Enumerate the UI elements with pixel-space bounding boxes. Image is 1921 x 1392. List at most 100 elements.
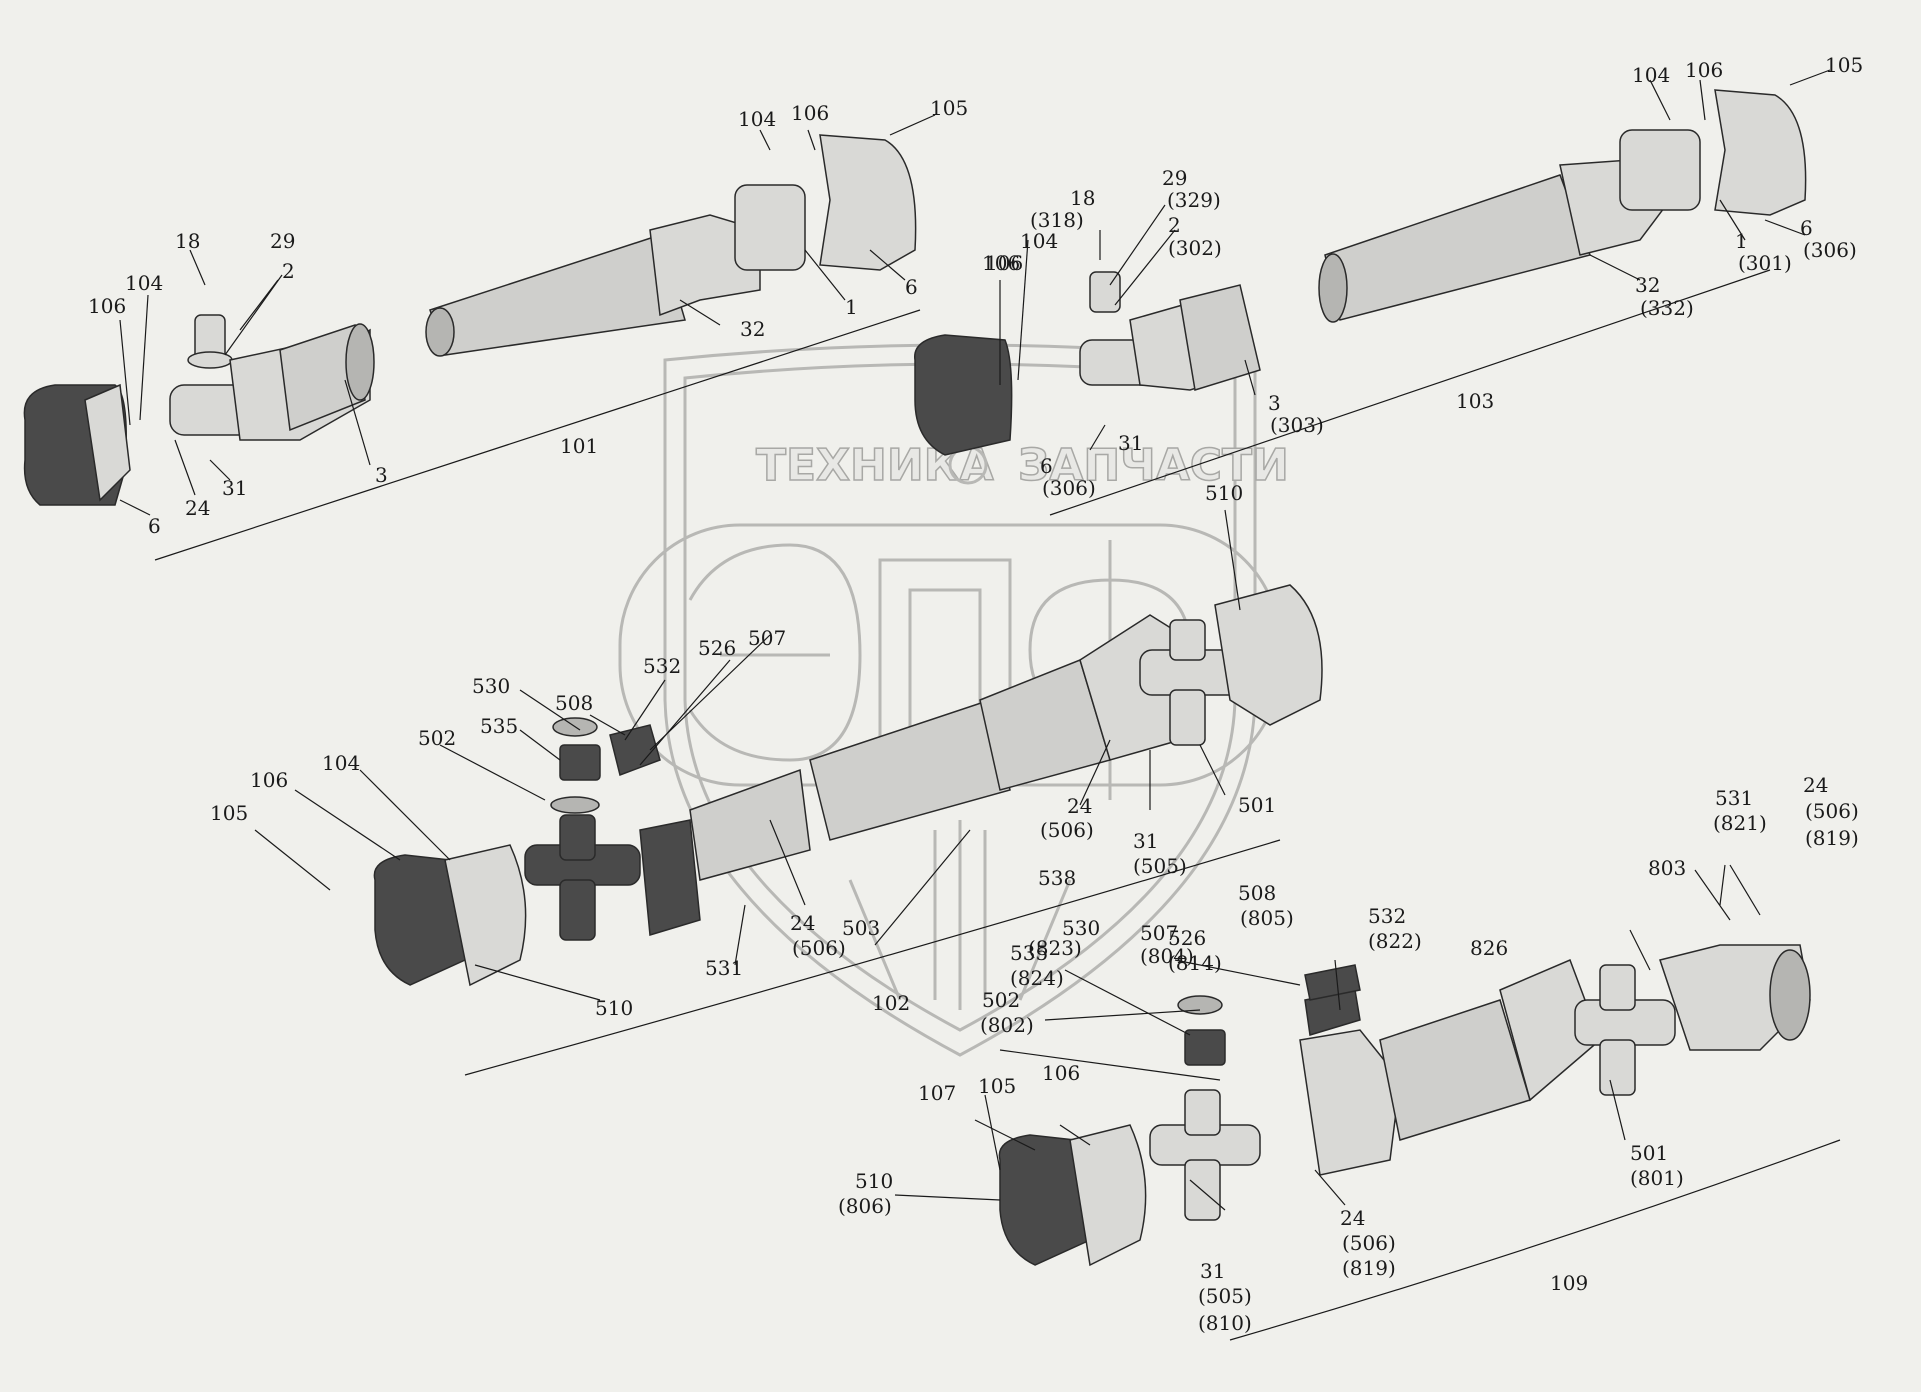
label: 530 — [472, 674, 510, 698]
label: (804) — [1140, 944, 1194, 968]
assembly-line-102 — [464, 839, 1281, 1076]
label: 104 — [1020, 229, 1058, 253]
label: (814) — [1168, 951, 1222, 975]
label: 535 — [1010, 941, 1048, 965]
label: (819) — [1805, 826, 1859, 850]
label: 24 — [1340, 1206, 1365, 1230]
label: 105 — [1825, 53, 1863, 77]
label: 6 — [905, 275, 918, 299]
label: (506) — [1805, 799, 1859, 823]
cross-103-right — [1619, 129, 1701, 211]
label: 105 — [210, 801, 248, 825]
label: 531 — [1715, 786, 1753, 810]
label: 29 — [270, 229, 295, 253]
label: 510 — [855, 1169, 893, 1193]
yoke-526 — [639, 819, 701, 936]
label: 530 — [1062, 916, 1100, 940]
label: 1 — [845, 295, 858, 319]
watermark-wheat-icon — [848, 820, 1072, 1010]
label: 532 — [1368, 904, 1406, 928]
label: 502 — [418, 726, 456, 750]
label: 31 — [1133, 829, 1158, 853]
label: 6 — [1040, 454, 1053, 478]
label: 3 — [375, 463, 388, 487]
label: 508 — [555, 691, 593, 715]
label: (802) — [980, 1013, 1034, 1037]
label: 826 — [1470, 936, 1508, 960]
label: 104 — [125, 271, 163, 295]
tube-101-short — [279, 324, 366, 432]
label: (824) — [1010, 966, 1064, 990]
seal-ring-535 — [550, 796, 600, 814]
label: (329) — [1167, 188, 1221, 212]
label: 32 — [740, 317, 765, 341]
label: 535 — [480, 714, 518, 738]
label: 106 — [1685, 58, 1723, 82]
label: (822) — [1368, 929, 1422, 953]
tube-826 — [1379, 999, 1531, 1141]
label: 31 — [1118, 431, 1143, 455]
label: (505) — [1133, 854, 1187, 878]
label: 1 — [1735, 229, 1748, 253]
label: 106 — [250, 768, 288, 792]
label: 507 — [1140, 921, 1178, 945]
label: 106 — [982, 251, 1020, 275]
splined-tube-503 — [809, 699, 1011, 841]
label: 104 — [322, 751, 360, 775]
label: 106 — [985, 251, 1023, 275]
label: 109 — [1550, 1271, 1588, 1295]
label: (506) — [1342, 1231, 1396, 1255]
label: 18 — [175, 229, 200, 253]
lock-plate-507 — [609, 724, 661, 776]
label: (301) — [1738, 251, 1792, 275]
label: 104 — [1632, 63, 1670, 87]
label: 2 — [1168, 213, 1181, 237]
label: (810) — [1198, 1311, 1252, 1335]
shaft-102 — [373, 584, 1323, 987]
label: 31 — [222, 476, 247, 500]
label: 803 — [1648, 856, 1686, 880]
label: 538 — [1038, 866, 1076, 890]
tube-101-long — [429, 234, 686, 356]
label: 101 — [560, 434, 598, 458]
label: (506) — [792, 936, 846, 960]
label: 508 — [1238, 881, 1276, 905]
assembly-line-103 — [1049, 269, 1771, 516]
leader-lines — [119, 69, 1831, 1211]
label: 24 — [1803, 773, 1828, 797]
label: 501 — [1238, 793, 1276, 817]
label: 31 — [1200, 1259, 1225, 1283]
label: 3 — [1268, 391, 1281, 415]
label: 24 — [790, 911, 815, 935]
shaft-103 — [914, 89, 1807, 456]
label: (303) — [1270, 413, 1324, 437]
label: (332) — [1640, 296, 1694, 320]
flange-yoke-103-right — [1714, 89, 1807, 216]
label: (306) — [1803, 238, 1857, 262]
label: 106 — [88, 294, 126, 318]
watermark-letter-p — [878, 558, 1012, 760]
splined-shaft-503 — [689, 768, 811, 881]
bearing-cap-530 — [559, 744, 601, 781]
label: 510 — [1205, 481, 1243, 505]
assembly-line-109 — [1229, 1139, 1841, 1341]
label: 106 — [1042, 1061, 1080, 1085]
label: 526 — [1168, 926, 1206, 950]
shaft-109 — [998, 944, 1811, 1267]
flange-yoke-103-left — [914, 334, 1013, 456]
yoke-101-right — [649, 214, 761, 317]
label: (505) — [1198, 1284, 1252, 1308]
label: (506) — [1040, 818, 1094, 842]
tube-103-short — [1179, 284, 1261, 391]
label: (805) — [1240, 906, 1294, 930]
label: 503 — [842, 916, 880, 940]
assembly-lines — [154, 269, 1841, 1341]
label: 18 — [1070, 186, 1095, 210]
label: 105 — [978, 1074, 1016, 1098]
label: (306) — [1042, 476, 1096, 500]
label: 29 — [1162, 166, 1187, 190]
shaft-101 — [23, 134, 917, 506]
label: (806) — [838, 1194, 892, 1218]
label: (819) — [1342, 1256, 1396, 1280]
label: 501 — [1630, 1141, 1668, 1165]
